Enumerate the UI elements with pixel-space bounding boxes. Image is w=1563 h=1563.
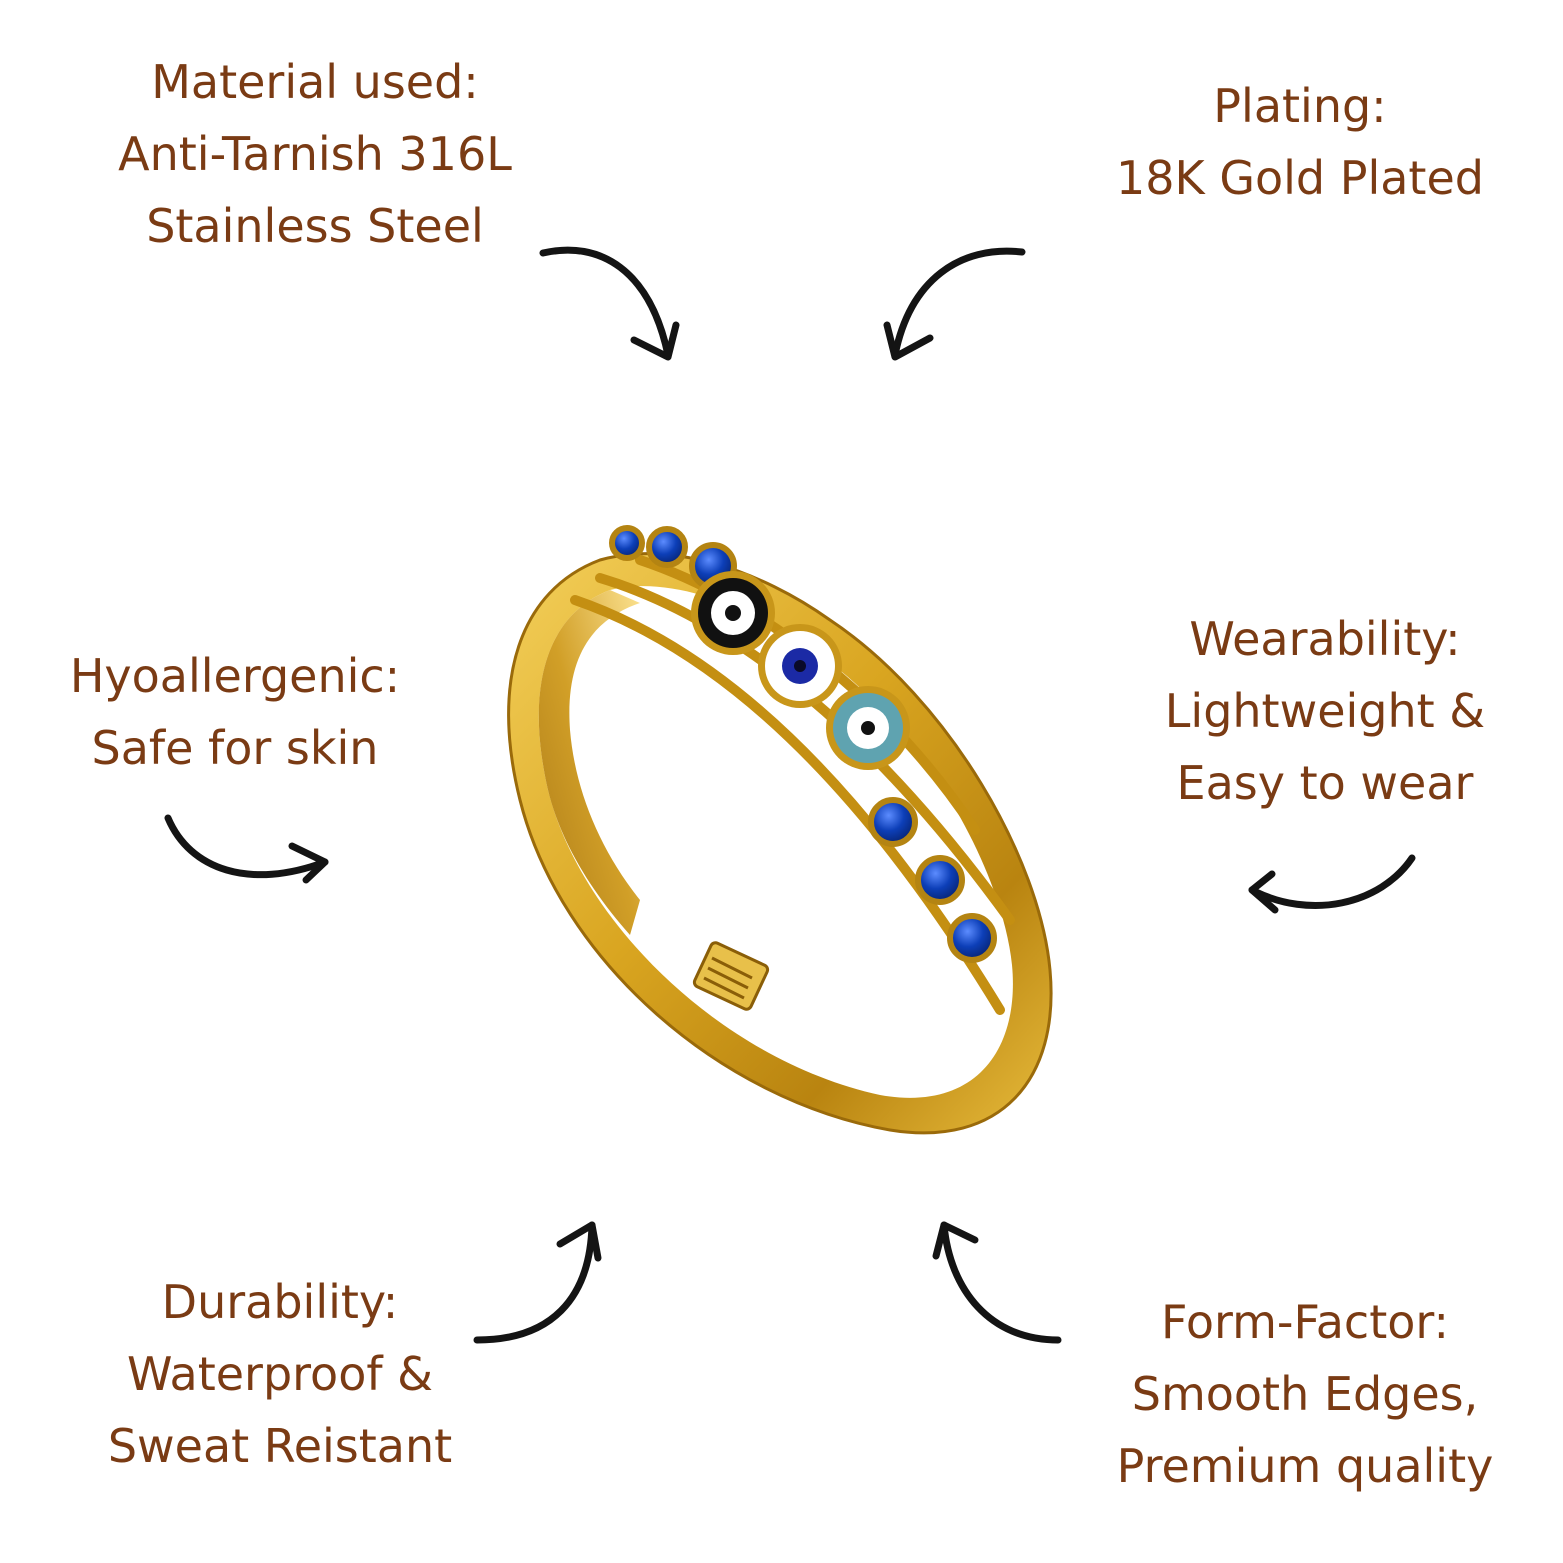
feature-form-factor: Form-Factor: Smooth Edges, Premium quali… bbox=[1040, 1286, 1563, 1502]
evil-eye-icon bbox=[826, 686, 910, 770]
feature-heading: Material used: bbox=[151, 55, 479, 109]
feature-plating: Plating: 18K Gold Plated bbox=[1010, 70, 1563, 214]
feature-text: Smooth Edges, bbox=[1131, 1367, 1479, 1421]
arrow-icon bbox=[539, 246, 680, 361]
feature-text: Anti-Tarnish 316L bbox=[118, 127, 512, 181]
evil-eye-icon bbox=[691, 571, 775, 655]
feature-heading: Plating: bbox=[1213, 79, 1387, 133]
arrow-icon bbox=[1248, 854, 1416, 914]
arrow-icon bbox=[932, 1221, 1062, 1344]
feature-heading: Wearability: bbox=[1189, 612, 1461, 666]
feature-material: Material used: Anti-Tarnish 316L Stainle… bbox=[20, 46, 610, 262]
feature-text: Premium quality bbox=[1116, 1439, 1494, 1493]
feature-text: Waterproof & bbox=[126, 1347, 434, 1401]
feature-text: Safe for skin bbox=[91, 721, 379, 775]
feature-heading: Form-Factor: bbox=[1161, 1295, 1449, 1349]
feature-heading: Durability: bbox=[161, 1275, 399, 1329]
feature-wearability: Wearability: Lightweight & Easy to wear bbox=[1080, 603, 1563, 819]
arrow-icon bbox=[164, 814, 329, 884]
evil-eye-icon bbox=[758, 624, 842, 708]
feature-text: Sweat Reistant bbox=[107, 1419, 453, 1473]
arrow-icon bbox=[883, 247, 1026, 361]
feature-text: Easy to wear bbox=[1176, 756, 1474, 810]
feature-hypoallergenic: Hyoallergenic: Safe for skin bbox=[0, 640, 470, 784]
feature-text: Stainless Steel bbox=[146, 199, 484, 253]
feature-text: Lightweight & bbox=[1164, 684, 1486, 738]
feature-text: 18K Gold Plated bbox=[1116, 151, 1484, 205]
bangle-icon bbox=[507, 525, 1053, 1135]
feature-heading: Hyoallergenic: bbox=[69, 649, 401, 703]
feature-durability: Durability: Waterproof & Sweat Reistant bbox=[30, 1266, 530, 1482]
arrow-icon bbox=[473, 1221, 602, 1344]
